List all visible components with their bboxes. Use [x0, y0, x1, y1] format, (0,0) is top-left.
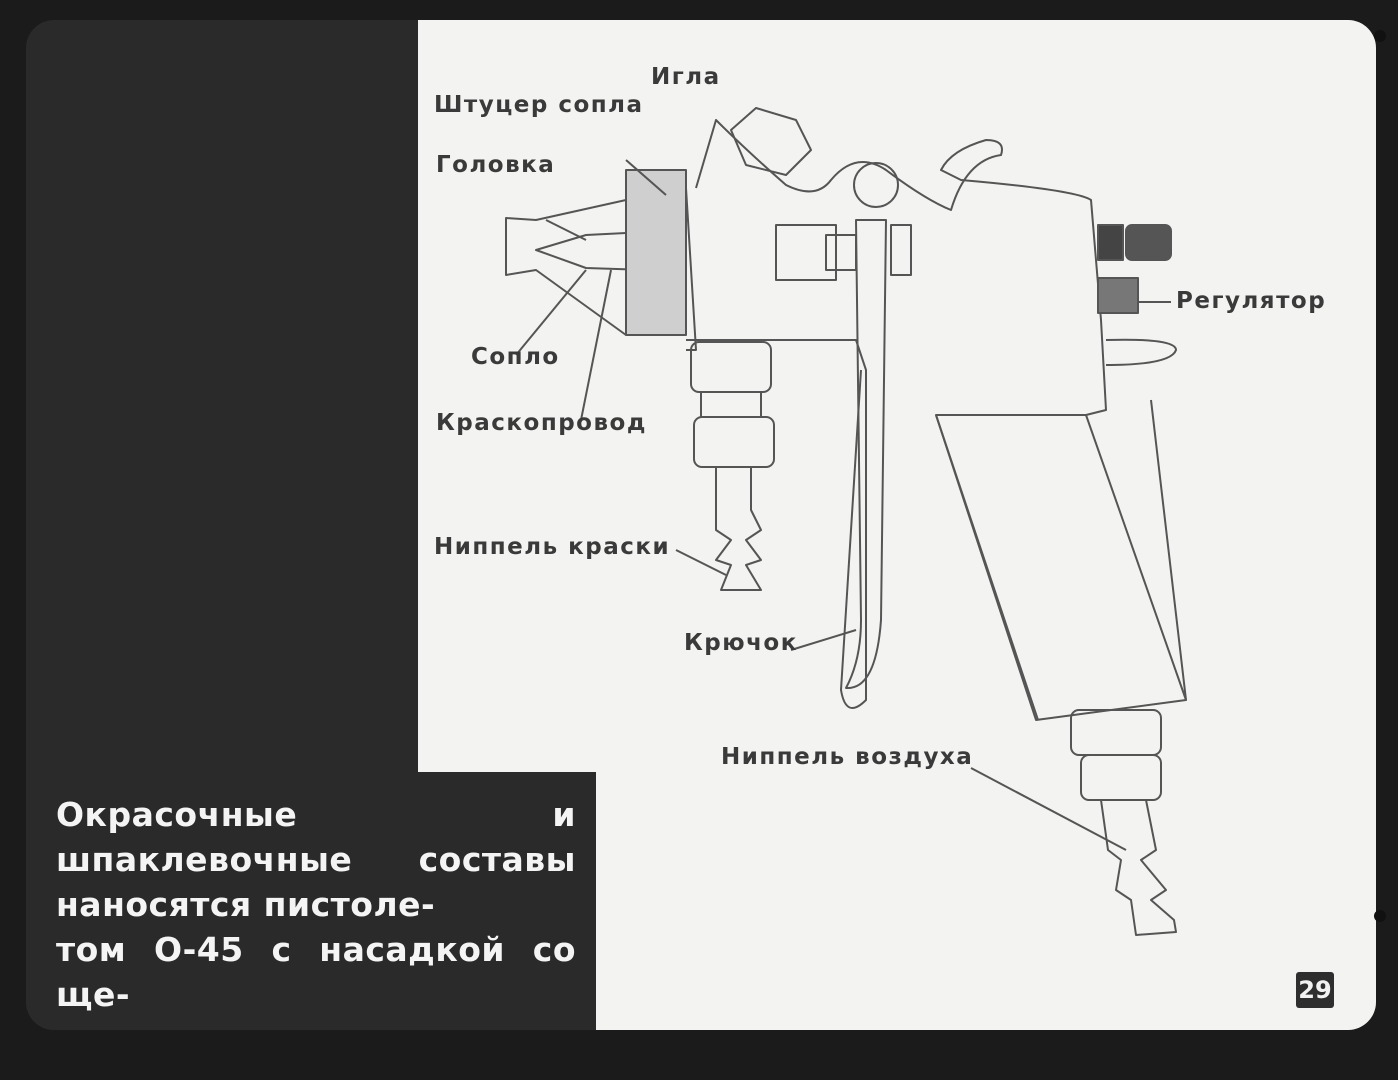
regulator-knob-lower [1097, 277, 1139, 314]
film-mark-top [1374, 30, 1386, 42]
middle-coupling [775, 224, 837, 281]
air-nipple-barb [1100, 799, 1177, 936]
label-nozzle-fitting: Штуцер сопла [434, 92, 644, 118]
air-nipple-nut-2 [1080, 754, 1162, 801]
handle-back [1085, 414, 1187, 701]
needle-nut [730, 107, 812, 176]
label-regulator: Регулятор [1176, 288, 1327, 314]
gun-body-outline [695, 119, 1187, 721]
paint-nipple-nut-1 [690, 341, 772, 393]
label-hook: Крючок [684, 630, 798, 656]
label-head: Головка [436, 152, 556, 178]
label-paint-line: Краскопровод [436, 410, 647, 436]
label-air-nipple: Ниппель воздуха [721, 744, 974, 770]
barrel [685, 187, 697, 351]
trigger [845, 219, 887, 690]
film-mark-bottom [1374, 910, 1386, 922]
page-number: 29 [1296, 972, 1334, 1008]
regulator-slot [1105, 338, 1177, 366]
caption-block: Окрасочные и шпаклевочные составы нанося… [26, 772, 596, 1030]
paint-nipple-nut-2 [693, 416, 775, 468]
pivot [853, 162, 899, 208]
slide-frame: Игла Штуцер сопла Головка Сопло Краскопр… [26, 20, 1376, 1030]
air-nipple-nut-1 [1070, 709, 1162, 756]
label-paint-nipple: Ниппель краски [434, 534, 671, 560]
head-section [625, 169, 687, 336]
slide-caption: Окрасочные и шпаклевочные составы нанося… [56, 795, 576, 1030]
label-nozzle: Сопло [471, 344, 560, 370]
gun-body-lower [686, 339, 867, 709]
handle-front [935, 414, 1039, 721]
spray-gun-diagram [505, 107, 1187, 936]
regulator-knob-upper [1097, 224, 1124, 261]
paint-nipple-barb [715, 466, 762, 591]
label-needle: Игла [651, 64, 721, 90]
